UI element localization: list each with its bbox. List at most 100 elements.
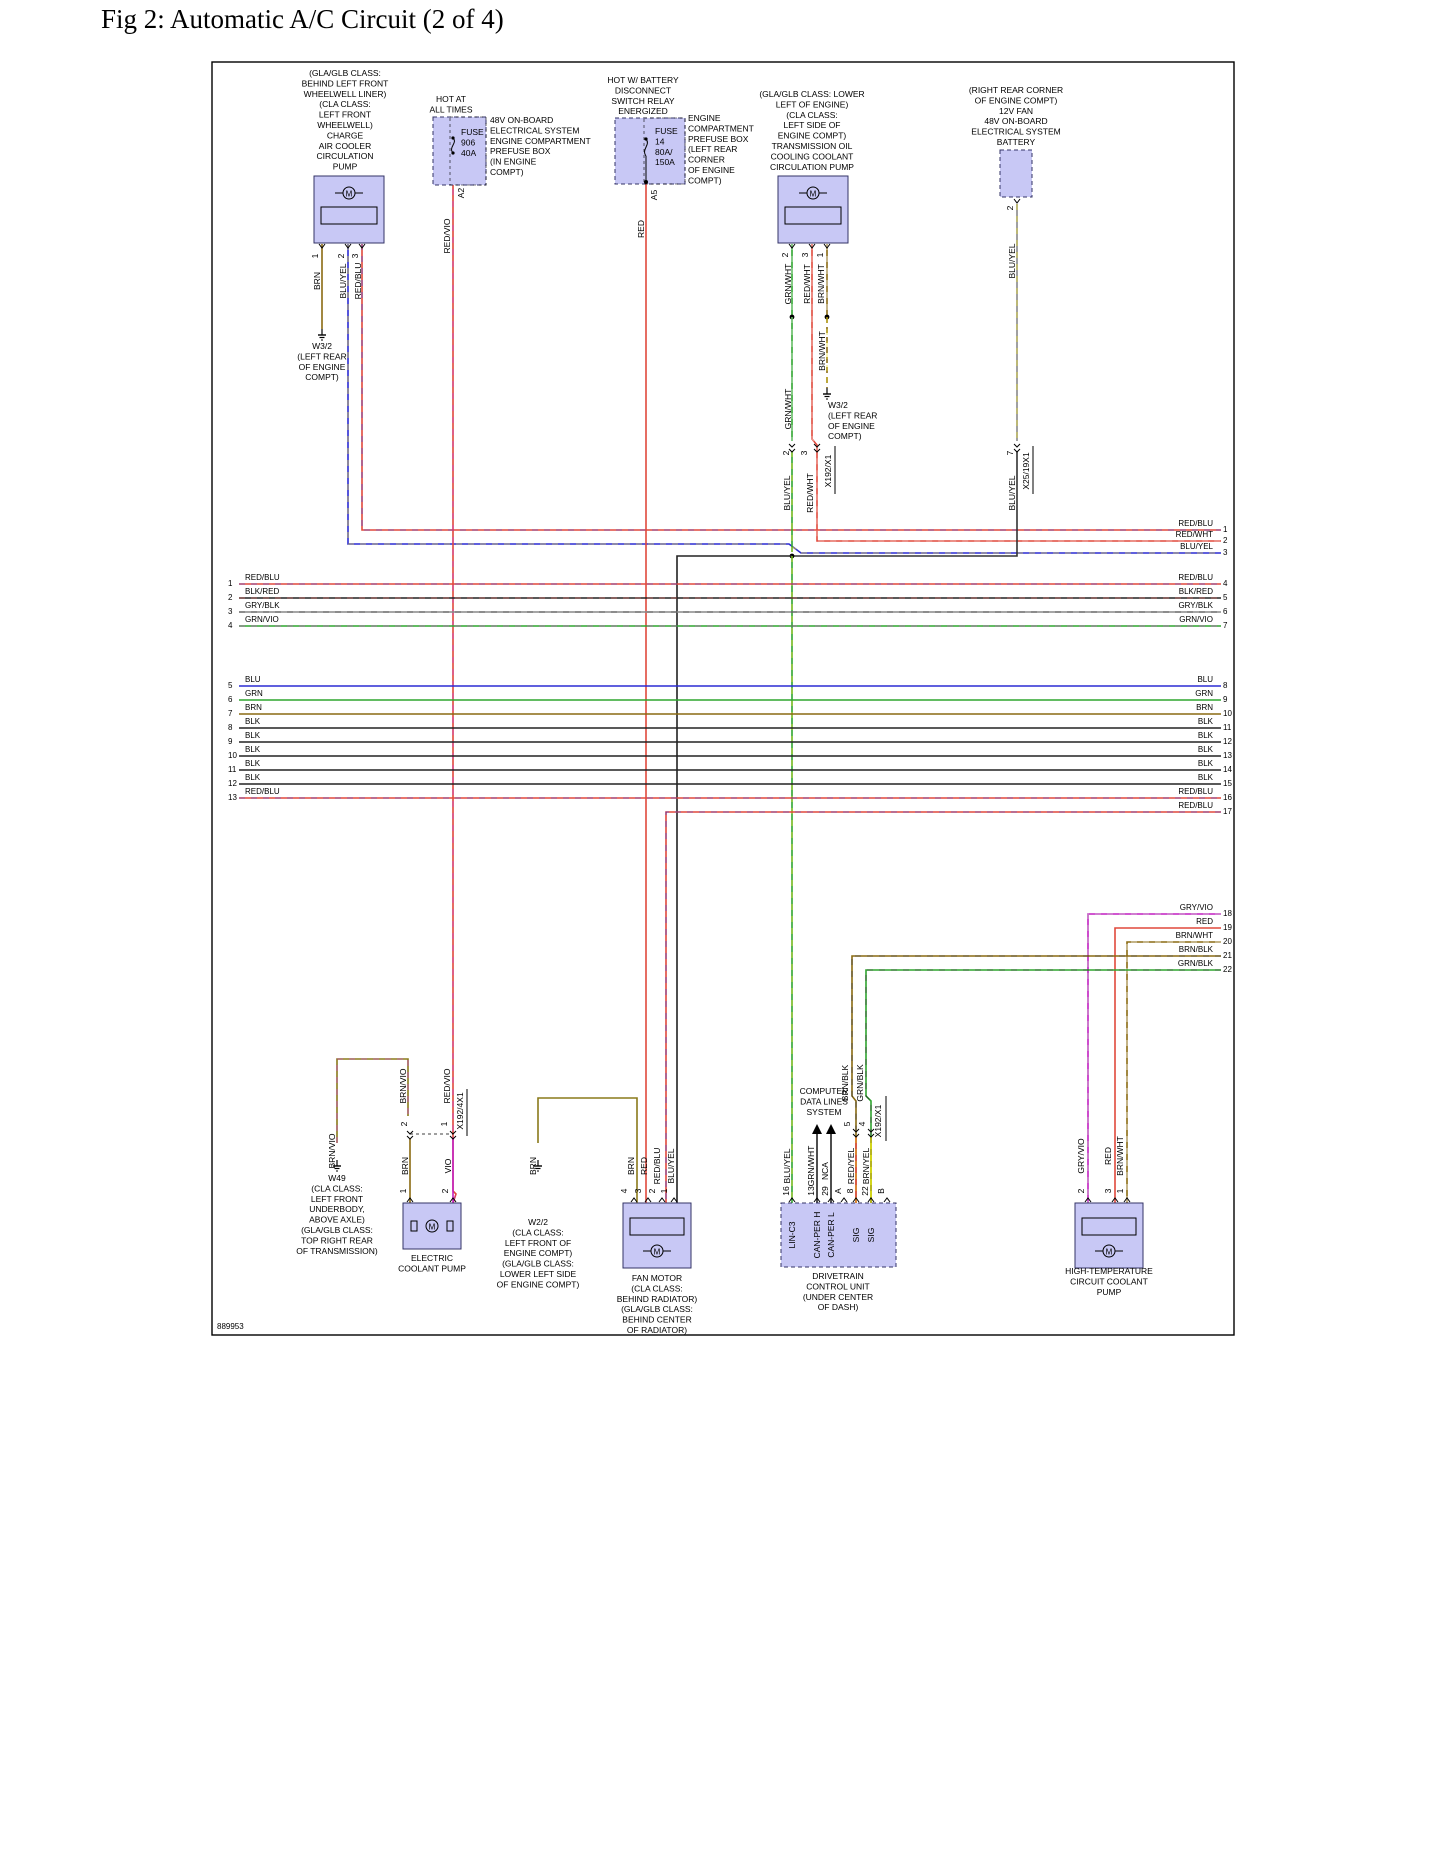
pin-number: 3 (633, 1188, 643, 1193)
wire-label: GRN/BLK (855, 1064, 865, 1102)
figure-title: Fig 2: Automatic A/C Circuit (2 of 4) (101, 4, 504, 34)
pin-arrow-icon (344, 243, 352, 249)
ground-label: W49 (328, 1173, 346, 1183)
ground-label: ENGINE COMPT) (504, 1248, 573, 1258)
component-label: 12V FAN (999, 106, 1033, 116)
wire-label: RED/WHT (1176, 530, 1213, 539)
bus-pin-number: 12 (228, 779, 237, 788)
pin-number: 4 (857, 1121, 867, 1126)
wire-brn-wht-hp-stripe (1126, 941, 1221, 1216)
connector-label: X192/X1 (823, 454, 833, 487)
ground-label: (CLA CLASS: (512, 1227, 564, 1237)
wire-label: BLK (1198, 731, 1214, 740)
ground-label: LEFT FRONT (311, 1194, 363, 1204)
data-lines-label: DATA LINES (800, 1096, 848, 1106)
wire-label: GRN/BLK (1178, 959, 1214, 968)
component-label: PUMP (333, 162, 358, 172)
wire-label: BLK (245, 745, 261, 754)
wire-label: RED (1103, 1147, 1113, 1165)
fuse-14 (643, 117, 686, 185)
pin-arrow-icon (358, 243, 366, 249)
wire-label: BLK (1198, 759, 1214, 768)
wire-label: GRN/VIO (1179, 615, 1213, 624)
wire-label: BLK (1198, 773, 1214, 782)
wire-label: GRN/WHT (783, 264, 793, 305)
bus-pin-number: 16 (1223, 793, 1232, 802)
fuse-label: 150A (655, 157, 675, 167)
bus-pin-number: 13 (228, 793, 237, 802)
ground-label: COMPT) (828, 431, 862, 441)
component-label: DRIVETRAIN (812, 1271, 863, 1281)
bus-pin-number: 9 (1223, 695, 1228, 704)
connector-icon (852, 1128, 860, 1138)
pin-number: 4 (619, 1188, 629, 1193)
pin-number: 1 (439, 1121, 449, 1126)
wire-label: BLU/YEL (666, 1148, 676, 1183)
pin-number: 2 (780, 252, 790, 257)
bus-pin-number: 13 (1223, 751, 1232, 760)
component-label: (IN ENGINE (490, 157, 537, 167)
motor-driver-icon (320, 206, 378, 225)
pin-number: 1 (398, 1188, 408, 1193)
fuse-icon (644, 138, 648, 157)
bus-pin-number: 5 (1223, 593, 1228, 602)
wire-label: BLK/RED (245, 587, 279, 596)
wire-label: RED/BLU (245, 787, 280, 796)
ground-label: OF TRANSMISSION) (296, 1246, 378, 1256)
wire-label: BLK/RED (1179, 587, 1213, 596)
hot-label: HOT W/ BATTERY (607, 75, 679, 85)
component-label: (UNDER CENTER (803, 1292, 873, 1302)
component-label: (GLA/GLB CLASS: (309, 68, 381, 78)
component-label: PREFUSE BOX (490, 146, 551, 156)
component-label: TRANSMISSION OIL (772, 141, 853, 151)
hot-label: ALL TIMES (430, 104, 473, 114)
electric-coolant-pump (402, 1202, 462, 1250)
wire-label: BRN (245, 703, 262, 712)
fuse-label: 14 (655, 136, 665, 146)
wire-label: BLK (245, 773, 261, 782)
wire-label: RED/YEL (846, 1148, 856, 1185)
component-label: CIRCULATION PUMP (770, 162, 854, 172)
motor-driver-icon (784, 206, 842, 225)
wire-label: BRN/BLK (840, 1064, 850, 1101)
ground-label: (LEFT REAR (828, 410, 877, 420)
wire-red-blu-fan (665, 811, 1221, 1216)
bus-pin-number: 7 (228, 709, 233, 718)
ground-label: UNDERBODY, (309, 1204, 365, 1214)
component-label: OF ENGINE COMPT) (975, 95, 1058, 105)
wire-label: GRN/VIO (245, 615, 279, 624)
pin-number: A2 (456, 188, 466, 199)
bus-pin-number: 18 (1223, 909, 1232, 918)
bus-pin-number: 10 (228, 751, 237, 760)
pin-number: 1 (659, 1188, 669, 1193)
bus-pin-number: 5 (228, 681, 233, 690)
component-label: OF DASH) (818, 1302, 859, 1312)
component-label: COMPT) (490, 167, 524, 177)
diagram-frame (211, 61, 1235, 1336)
wire-label: GRN/WHT (783, 389, 793, 430)
pin-number: 2 (647, 1188, 657, 1193)
wire-gry-vio-stripe (1087, 913, 1221, 1216)
wire-label: RED/WHT (802, 264, 812, 304)
pin-number: 7 (1005, 450, 1015, 455)
pin-number: 29 (820, 1186, 830, 1196)
drivetrain-control-unit (780, 1202, 897, 1268)
ground-label: LOWER LEFT SIDE (500, 1269, 577, 1279)
wire-label: RED (636, 220, 646, 238)
component-label: LEFT SIDE OF (784, 120, 841, 130)
ground-label: W3/2 (312, 341, 332, 351)
wire-label: BLU/YEL (782, 1148, 792, 1183)
component-label: BATTERY (997, 137, 1036, 147)
data-line-arrow-icon (812, 1124, 822, 1134)
wire-label: RED/BLU (1178, 787, 1213, 796)
pin-arrow-icon (449, 1197, 457, 1203)
pin-arrow-icon (658, 1197, 666, 1203)
motor-icon (410, 1220, 418, 1232)
bus-pin-number: 11 (1223, 723, 1232, 732)
pin-arrow-icon (1084, 1197, 1092, 1203)
component-label: COMPT) (688, 175, 722, 185)
component-label: HIGH-TEMPERATURE (1065, 1266, 1153, 1276)
component-label: ENGINE COMPARTMENT (490, 136, 591, 146)
battery-12v (999, 149, 1033, 198)
component-label: BEHIND RADIATOR) (617, 1294, 698, 1304)
